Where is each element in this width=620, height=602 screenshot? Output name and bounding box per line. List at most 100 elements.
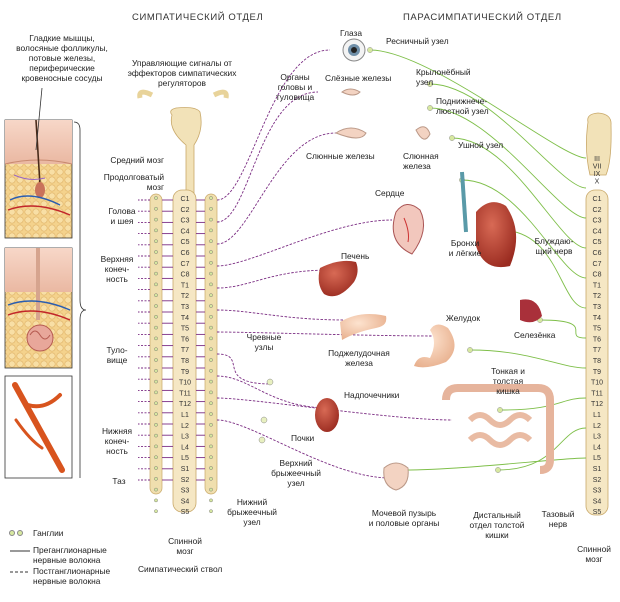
segment-label: C2 [181,207,190,214]
skin-panel-blood-vessel [4,375,73,479]
segment-label: L5 [593,455,601,462]
segment-label: T4 [593,315,601,322]
arrow-right-icon [212,89,229,99]
segment-label: L4 [593,444,601,451]
label-kidneys: Почки [291,433,315,443]
cranial-nerve-label: VII [593,164,602,171]
brace-left [73,121,87,478]
label-otic: Ушной узел [458,140,504,150]
segment-label: C6 [593,250,602,257]
header-parasympathetic: ПАРАСИМПАТИЧЕСКИЙ ОТДЕЛ [403,12,562,23]
label-submandibular: Поднижнече-люстной узел [436,96,489,116]
segment-label: C3 [181,218,190,225]
left-spinal-cord [170,107,202,513]
segment-label: S3 [593,488,602,495]
segment-label: C1 [181,196,190,203]
segment-label: T9 [593,369,601,376]
segment-label: S3 [181,488,190,495]
stomach-icon [414,324,455,368]
segment-label: T11 [591,390,603,397]
segment-label: T12 [591,401,603,408]
label-heart: Сердце [375,188,405,198]
segment-label: C5 [593,239,602,246]
segment-label: C6 [181,250,190,257]
segment-label: T9 [181,369,189,376]
eye-icon [342,38,366,62]
label-liver: Печень [341,251,370,261]
segment-label: S1 [181,466,190,473]
segment-label: T10 [179,380,191,387]
segment-label: T8 [181,358,189,365]
segment-label: S1 [593,466,602,473]
right-spinal-cord [585,112,612,516]
segment-label: L3 [181,434,189,441]
segment-label: L1 [181,412,189,419]
pointer-line [35,87,43,151]
label-sympathetic-trunk: Симпатический ствол [138,564,223,574]
segment-label: C4 [593,228,602,235]
liver-icon [318,260,358,297]
bladder-icon [383,462,409,491]
segment-label: T6 [593,336,601,343]
segment-label: T12 [179,401,191,408]
segment-label: T4 [181,315,189,322]
segment-label: T2 [181,293,189,300]
segment-label: C1 [593,196,602,203]
segment-label: T7 [593,347,601,354]
salivary-gland-icon [334,127,367,139]
segment-label: T7 [181,347,189,354]
label-salivary-glands: Слюнные железы [306,151,375,161]
segment-label: L3 [593,434,601,441]
label-eye: Глаза [340,28,363,38]
segment-label: S4 [593,498,602,505]
sympathetic-chain-right [204,193,218,495]
label-pelvis: Таз [112,476,126,486]
segment-label: S4 [181,498,190,505]
segment-label: T1 [593,282,601,289]
segment-label: T8 [593,358,601,365]
segment-label: C8 [593,272,602,279]
segment-label: T6 [181,336,189,343]
label-stomach: Желудок [446,313,481,323]
legend-ganglia: Ганглии [33,528,64,538]
label-lacrimal: Слёзные железы [325,73,392,83]
segment-label: T3 [181,304,189,311]
segment-label: S5 [181,509,190,516]
cranial-nerve-label: IX [594,171,601,178]
pancreas-icon [340,314,387,340]
cranial-nerve-label: X [595,179,600,186]
label-vagus: Блуждаю-щий нерв [534,236,574,256]
segment-label: S2 [593,477,602,484]
segment-label: S2 [181,477,190,484]
sympathetic-chain-left [149,193,163,495]
label-adrenal: Надпочечники [344,390,400,400]
segment-label: T10 [591,380,603,387]
segment-label: T2 [593,293,601,300]
segment-label: S5 [593,509,602,516]
segments-left: C1C2C3C4C5C6C7C8T1T2T3T4T5T6T7T8T9T10T11… [154,196,213,516]
segment-label: C8 [181,272,190,279]
label-spleen: Селезёнка [514,330,556,340]
heart-icon [392,204,425,255]
arrow-left-icon [137,89,154,99]
